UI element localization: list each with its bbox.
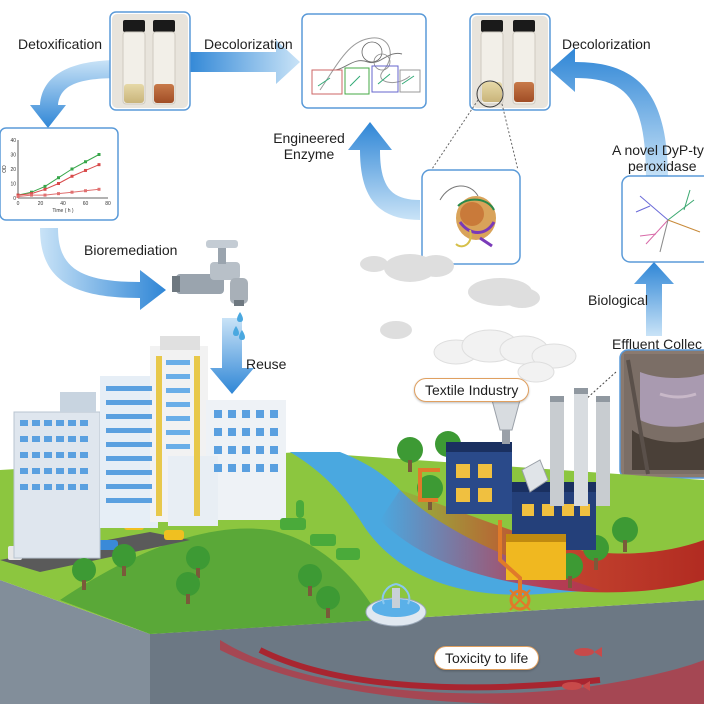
chart-point xyxy=(97,153,101,156)
green-hill xyxy=(60,528,380,634)
factory-steam xyxy=(433,329,577,383)
chart-y-tick: 40 xyxy=(10,138,16,144)
textile-factory xyxy=(418,388,610,611)
bioremediation-label: Bioremediation xyxy=(84,242,178,258)
chart-x-tick: 0 xyxy=(17,201,20,207)
biological-label: Biological xyxy=(588,292,648,308)
decolorization-arrow-left xyxy=(186,40,300,84)
chart-point xyxy=(30,193,33,197)
novel-dyp-label-line2: peroxidase xyxy=(628,158,697,174)
soil-left xyxy=(0,580,150,704)
chart-point xyxy=(16,195,20,199)
chart-point xyxy=(43,193,47,197)
chart-point xyxy=(97,187,101,191)
decolorization-right-label: Decolorization xyxy=(562,36,651,52)
detoxification-arrow xyxy=(30,60,120,128)
engineered-label-line2: Enzyme xyxy=(283,146,335,162)
chart-point xyxy=(43,187,47,191)
chart-point xyxy=(70,190,74,194)
smoke-clouds xyxy=(360,254,540,339)
engineered-enzyme-label: Engineered Enzyme xyxy=(268,130,350,162)
engineered-label-line1: Engineered xyxy=(273,130,345,146)
textile-industry-label: Textile Industry xyxy=(414,378,530,402)
chart-point xyxy=(57,192,60,196)
novel-dyp-label-line1: A novel DyP-ty xyxy=(612,142,704,158)
hedges xyxy=(280,500,360,560)
growth-chart-panel xyxy=(0,127,119,221)
soil-front xyxy=(150,600,704,704)
chart-x-tick: 60 xyxy=(83,201,89,207)
chart-point xyxy=(97,163,101,167)
city-buildings xyxy=(13,336,286,559)
effluent-collection-label: Effluent Collec xyxy=(612,336,703,352)
chart-point xyxy=(84,189,87,193)
reuse-arrow xyxy=(210,318,254,394)
effluent-photo-panel xyxy=(619,349,704,479)
bioremediation-arrow xyxy=(40,228,166,310)
underground-pollution xyxy=(220,640,704,704)
reuse-label: Reuse xyxy=(246,356,287,372)
chart-x-tick: 80 xyxy=(105,201,111,207)
faucet-icon xyxy=(172,240,248,340)
chart-point xyxy=(57,176,60,180)
chart-point xyxy=(70,167,74,171)
fish-icon xyxy=(562,647,602,691)
protein-structure-panel xyxy=(421,169,521,265)
chart-x-tick: 20 xyxy=(38,201,44,207)
chart-point xyxy=(84,168,87,172)
fountain-icon xyxy=(365,583,427,627)
vials-left-panel xyxy=(109,11,191,111)
phylogenetic-tree-panel xyxy=(621,175,704,263)
chart-y-label: OD xyxy=(2,165,8,173)
biological-arrow xyxy=(634,262,674,336)
enzyme-structure-panel xyxy=(301,13,427,109)
chart-x-tick: 40 xyxy=(60,201,66,207)
decolorization-arrow-right xyxy=(550,48,668,180)
chart-y-tick: 20 xyxy=(10,167,16,173)
chart-point xyxy=(84,160,87,164)
engineered-arrow xyxy=(348,122,420,220)
chart-x-label: Time ( h ) xyxy=(52,208,74,214)
river xyxy=(290,452,600,595)
chart-point xyxy=(70,174,74,178)
toxicity-label: Toxicity to life xyxy=(434,646,540,670)
chart-y-tick: 0 xyxy=(13,196,16,202)
detoxification-label: Detoxification xyxy=(18,36,103,52)
chart-y-tick: 30 xyxy=(10,153,16,159)
vials-right-panel xyxy=(469,13,551,111)
chart-point xyxy=(43,184,47,188)
chart-point xyxy=(57,182,60,185)
chart-y-tick: 10 xyxy=(10,182,16,188)
decolorization-left-label: Decolorization xyxy=(204,36,293,52)
